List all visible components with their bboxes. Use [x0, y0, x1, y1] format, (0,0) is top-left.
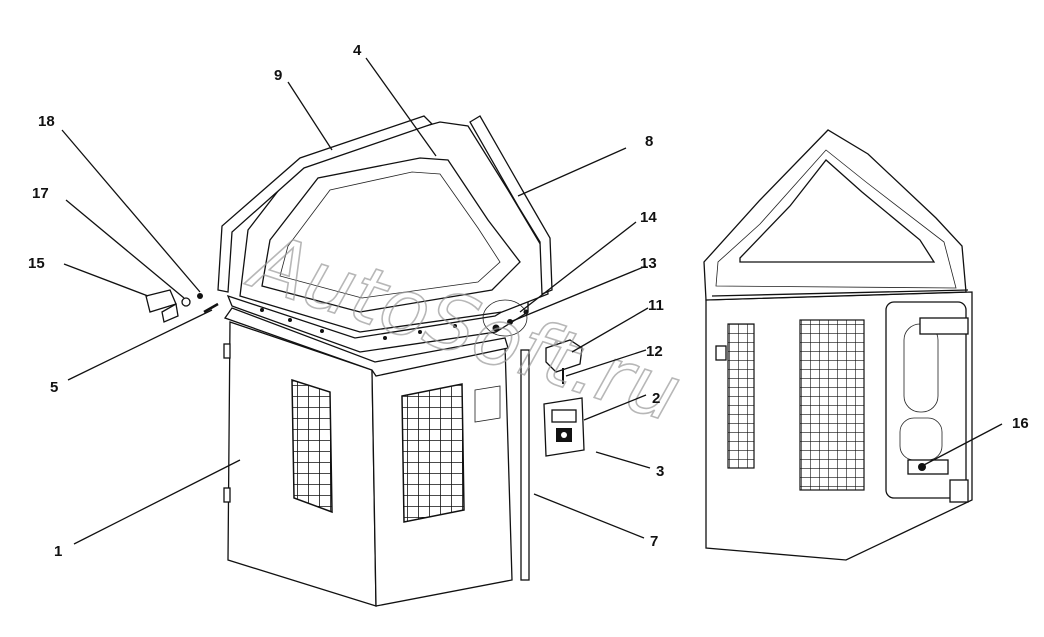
callout-18: 18: [38, 113, 55, 130]
leader-4: [365, 57, 437, 157]
callout-16: 16: [1012, 415, 1029, 432]
callout-3: 3: [656, 463, 664, 480]
seal-strip-side: [469, 115, 553, 295]
right-frame-inner: [715, 149, 957, 289]
right-window-opening: [739, 159, 936, 263]
hinge-upper: [223, 343, 231, 359]
right-hinge-lower: [907, 459, 949, 475]
leader-18: [61, 129, 201, 293]
window-inner-line: [279, 171, 501, 299]
panel-top-rim: [223, 307, 509, 377]
hinge-lower: [223, 487, 231, 503]
callout-15: 15: [28, 255, 45, 272]
callout-11: 11: [648, 297, 664, 314]
leader-lines: [61, 57, 1003, 545]
leader-8: [517, 147, 627, 197]
cover-plate: [474, 385, 501, 423]
right-rim-line: [711, 289, 969, 297]
latch-keyhole: [561, 432, 567, 438]
callout-5: 5: [50, 379, 58, 396]
leader-12: [565, 349, 647, 377]
callout-1: 1: [54, 543, 62, 560]
leader-13: [509, 265, 647, 323]
callout-8: 8: [645, 133, 653, 150]
callout-17: 17: [32, 185, 49, 202]
callout-labels: 1 2 3 4 5 7 8 9 11 12 13 14 15 16 17 18: [28, 42, 1029, 560]
callout-14: 14: [640, 209, 657, 226]
leader-9: [287, 81, 333, 151]
washer-17: [181, 297, 191, 307]
left-cab-assembly: [145, 115, 585, 607]
mesh-window-right: [401, 383, 465, 523]
right-cab-assembly: [703, 129, 973, 561]
leader-11: [571, 307, 649, 353]
frame-bolts: [260, 308, 457, 340]
leader-2: [583, 394, 647, 421]
mesh-window-left: [291, 378, 333, 514]
leader-5: [67, 309, 213, 381]
leader-15: [63, 263, 149, 297]
leader-17: [65, 199, 185, 299]
nut-18: [197, 293, 203, 299]
latch-handle-grip: [551, 409, 577, 423]
right-hinge-upper: [919, 317, 969, 335]
right-mesh-narrow: [727, 323, 755, 469]
leader-7: [533, 493, 645, 539]
bolt-5: [203, 302, 219, 314]
right-hinge-bottom: [949, 479, 969, 503]
callout-12: 12: [646, 343, 663, 360]
callout-2: 2: [652, 390, 660, 407]
bracket-11: [545, 339, 583, 373]
leader-16: [921, 423, 1003, 467]
latch-bracket-15-tab: [161, 302, 179, 323]
leader-1: [73, 459, 241, 545]
callout-4: 4: [353, 42, 362, 59]
leader-14: [519, 221, 637, 313]
seal-strip-top: [217, 115, 434, 293]
right-door-panel: [885, 301, 967, 499]
vertical-seal-strip: [520, 349, 530, 581]
leader-3: [595, 451, 651, 469]
callout-9: 9: [274, 67, 282, 84]
callout-13: 13: [640, 255, 657, 272]
detail-circle: [482, 299, 528, 337]
right-edge-latch: [715, 345, 727, 361]
callout-7: 7: [650, 533, 658, 550]
right-mesh-large: [799, 319, 865, 491]
